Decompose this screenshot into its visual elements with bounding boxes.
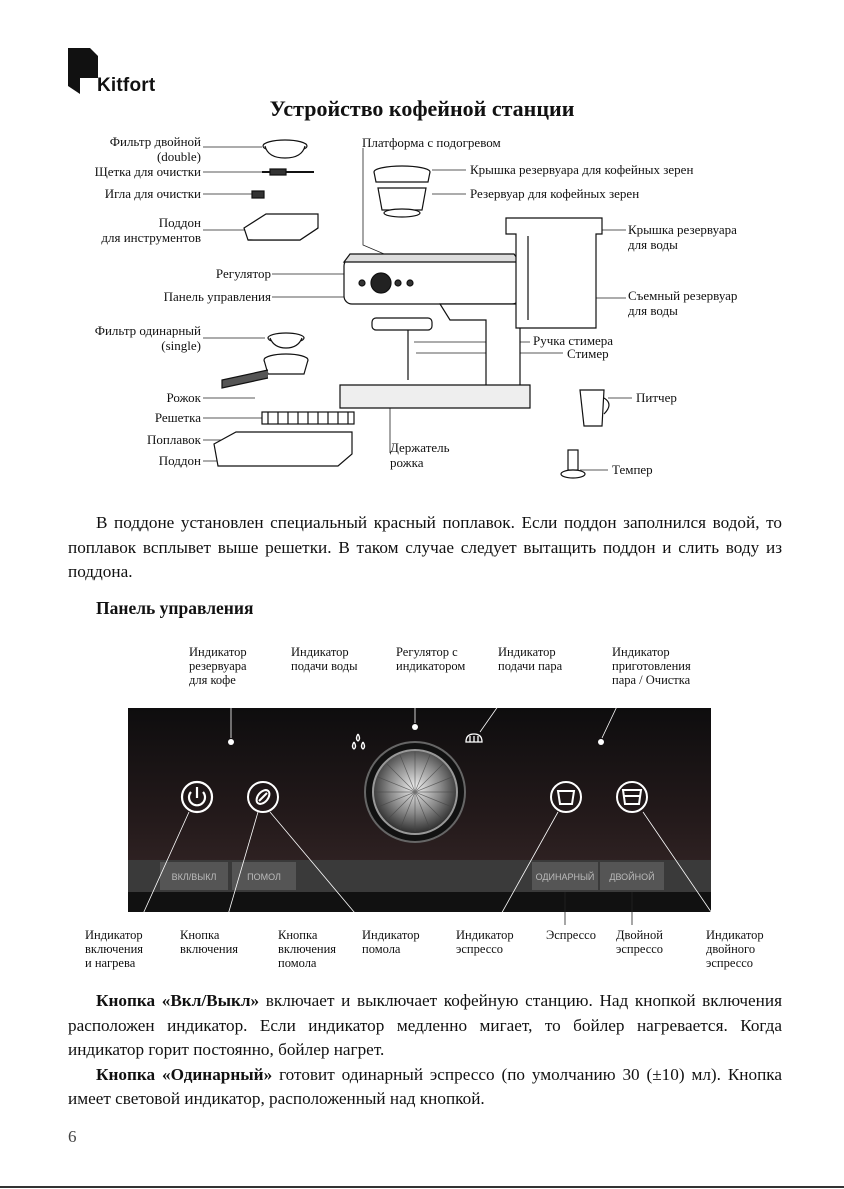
- label-pitcher: Питчер: [636, 390, 677, 405]
- label-bean-hopper-lid: Крышка резервуара для кофейных зерен: [470, 162, 693, 177]
- page-number: 6: [68, 1127, 77, 1147]
- strip-onoff-label: ВКЛ/ВЫКЛ: [172, 872, 217, 882]
- label-double-filter: Фильтр двойной(double): [110, 134, 201, 164]
- brand-logo: Kitfort: [68, 48, 168, 96]
- label-regulator: Регулятор: [216, 266, 271, 281]
- page-title: Устройство кофейной станции: [0, 96, 844, 122]
- label-needle: Игла для очистки: [105, 186, 201, 201]
- label-brush: Щетка для очистки: [95, 164, 201, 179]
- label-heated-platform: Платформа с подогревом: [362, 135, 501, 150]
- kitfort-logo-icon: [68, 48, 98, 94]
- label-steamer: Стимер: [567, 346, 609, 361]
- paragraph-buttons-info: Кнопка «Вкл/Выкл» включает и выключает к…: [68, 989, 782, 1112]
- label-float: Поплавок: [147, 432, 201, 447]
- regulator-led-icon: [412, 724, 418, 730]
- paragraph-float-info: В поддоне установлен специальный красный…: [68, 511, 782, 585]
- strip-grind-label: ПОМОЛ: [247, 872, 281, 882]
- label-tamper: Темпер: [612, 462, 653, 477]
- label-portafilter: Рожок: [166, 390, 201, 405]
- control-panel-image: ВКЛ/ВЫКЛ ПОМОЛ ОДИНАРНЫЙ ДВОЙНОЙ: [0, 690, 844, 930]
- label-drip-tray: Поддон: [159, 453, 201, 468]
- label-espresso: Эспрессо: [546, 928, 596, 942]
- label-control-panel: Панель управления: [164, 289, 271, 304]
- section-heading: Панель управления: [96, 598, 253, 619]
- brand-name: Kitfort: [97, 75, 155, 97]
- steam-prep-led-icon: [598, 739, 604, 745]
- label-grid: Решетка: [155, 410, 201, 425]
- coffee-tank-led-icon: [228, 739, 234, 745]
- strip-double-label: ДВОЙНОЙ: [609, 871, 654, 882]
- bottom-rule: [0, 1186, 844, 1188]
- strip-single-label: ОДИНАРНЫЙ: [536, 871, 595, 882]
- label-single-filter: Фильтр одинарный(single): [95, 323, 201, 353]
- label-bean-hopper: Резервуар для кофейных зерен: [470, 186, 639, 201]
